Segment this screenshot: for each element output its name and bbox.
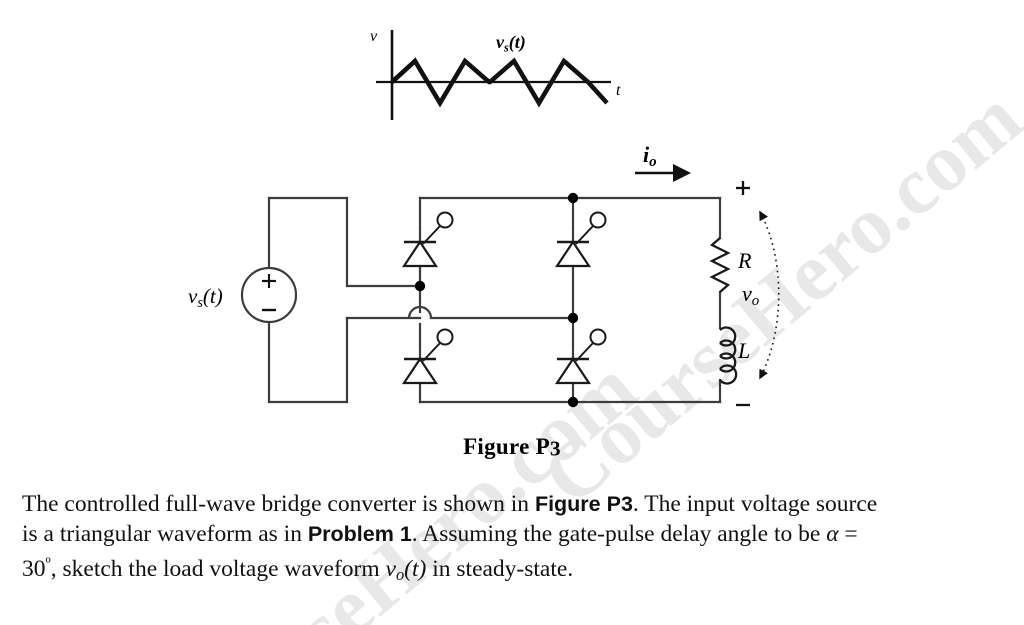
node-ac-lower	[567, 312, 579, 324]
waveform-signal-tail: (t)	[508, 32, 526, 52]
source-label-tail: (t)	[202, 284, 223, 308]
junction-nodes	[414, 192, 579, 408]
output-voltage-symbol: v	[385, 556, 396, 583]
figure-caption-text: Figure P	[463, 434, 551, 459]
waveform-signal-sub: s	[504, 40, 509, 55]
node-top-rail	[567, 192, 579, 204]
source-label-base: v	[188, 284, 198, 308]
waveform-signal-label: vs(t)	[496, 33, 526, 54]
problem-statement: The controlled full-wave bridge converte…	[22, 490, 982, 590]
figure-caption: Figure P3	[0, 434, 1024, 462]
waveform-svg	[376, 30, 611, 120]
problem-line2-c: . Assuming the gate-pulse delay angle to…	[411, 520, 827, 547]
waveform-x-axis-label: t	[616, 82, 621, 99]
problem-line3-a: 30	[22, 556, 46, 583]
problem-line3-b: , sketch the load voltage waveform	[50, 556, 386, 583]
output-current-sub: o	[649, 154, 657, 171]
output-current-label: io	[643, 144, 657, 170]
problem-line1-c: . The input voltage source	[632, 491, 878, 517]
degree-symbol: º	[45, 554, 51, 573]
problem-line2-problem-ref: Problem 1	[307, 521, 412, 546]
problem-line3-d: in steady-state.	[426, 556, 574, 583]
output-voltage-arrow	[759, 210, 780, 380]
resistor-label: R	[738, 248, 752, 273]
output-voltage-label: vo	[742, 283, 759, 309]
alpha-symbol: α	[826, 520, 839, 547]
output-voltage-base: v	[742, 281, 752, 306]
scr-bottom-right	[554, 328, 607, 385]
problem-line2-a: is a triangular waveform as in	[22, 520, 308, 547]
gate-terminal-icon	[436, 328, 454, 346]
wire-hop-icon	[407, 305, 433, 319]
gate-terminal-icon	[436, 211, 454, 229]
scr-top-right	[554, 211, 607, 268]
inductor-label: L	[738, 338, 751, 363]
source-symbol	[240, 266, 298, 324]
source-waveform-figure: v t vs(t)	[366, 20, 636, 135]
node-bottom-rail	[567, 396, 579, 408]
output-current-base: i	[643, 142, 650, 167]
output-polarity-marks	[736, 181, 750, 407]
source-label: vs(t)	[188, 284, 223, 311]
gate-terminal-icon	[589, 328, 607, 346]
problem-line1-figure-ref: Figure P3	[534, 492, 633, 516]
scr-top-left	[401, 211, 454, 268]
circuit-svg	[240, 163, 780, 408]
problem-line1-a: The controlled full-wave bridge converte…	[22, 491, 535, 517]
scr-bottom-left	[401, 328, 454, 385]
time-argument: (t)	[404, 556, 427, 583]
output-voltage-symbol-sub: o	[395, 565, 405, 585]
gate-terminal-icon	[589, 211, 607, 229]
voltage-source-circle	[240, 266, 298, 324]
bridge-circuit-figure: vs(t) io vo R L	[180, 140, 820, 430]
triangular-waveform-trace	[390, 57, 609, 108]
inductor-symbol	[719, 326, 738, 385]
resistor-symbol	[709, 237, 731, 293]
waveform-signal-base: v	[496, 32, 504, 52]
waveform-y-axis-label: v	[370, 28, 378, 45]
output-voltage-sub: o	[751, 293, 760, 310]
node-ac-upper	[414, 280, 426, 292]
figure-caption-number: 3	[550, 436, 561, 461]
source-label-sub: s	[197, 294, 203, 311]
circuit-wires	[267, 196, 722, 404]
problem-line2-d: =	[838, 520, 858, 547]
